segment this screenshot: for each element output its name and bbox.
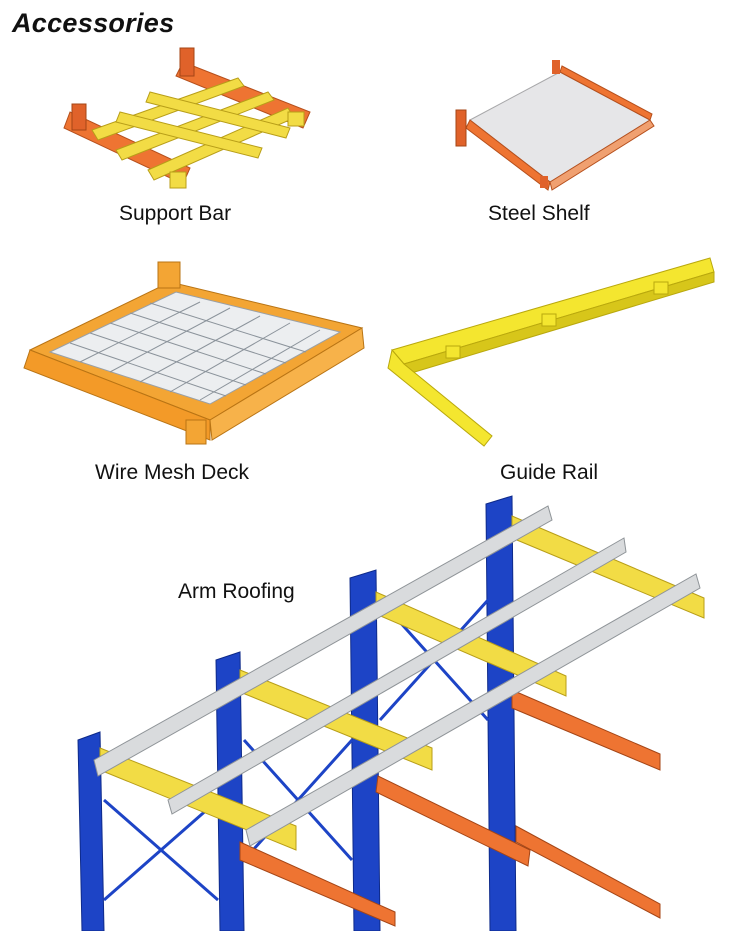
caption-support-bar: Support Bar — [119, 202, 232, 225]
arm-roofing-icon — [77, 495, 705, 931]
caption-wire-mesh-deck: Wire Mesh Deck — [95, 461, 250, 484]
caption-guide-rail: Guide Rail — [500, 461, 599, 484]
support-bar-icon — [63, 47, 311, 189]
guide-rail-icon — [387, 257, 715, 447]
page-title: Accessories — [12, 8, 175, 38]
caption-steel-shelf: Steel Shelf — [488, 202, 590, 225]
caption-arm-roofing: Arm Roofing — [178, 580, 295, 603]
wire-mesh-deck-icon — [23, 261, 365, 445]
steel-shelf-icon — [455, 60, 655, 191]
